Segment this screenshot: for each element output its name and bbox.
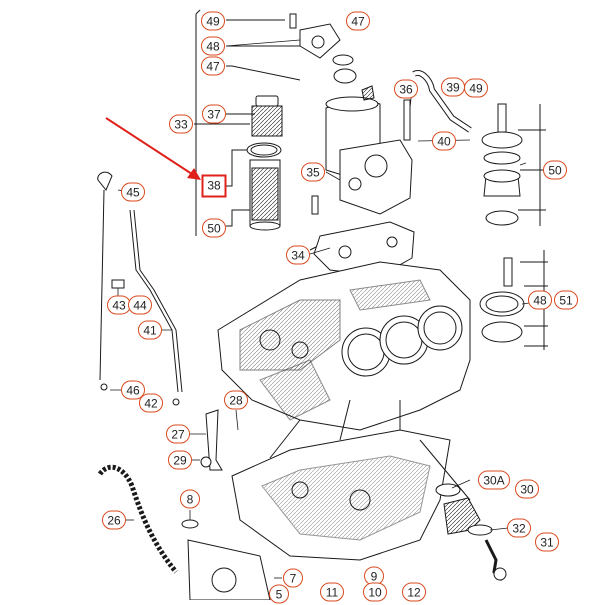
callout-part-50[interactable]: 50 (543, 160, 567, 180)
callout-part-46[interactable]: 46 (121, 380, 145, 400)
engine-mount (419, 439, 507, 582)
callout-part-28[interactable]: 28 (224, 390, 248, 410)
callout-part-43[interactable]: 43 (107, 295, 131, 315)
callout-part-49[interactable]: 49 (201, 11, 225, 31)
oil-pump (181, 519, 271, 600)
callout-part-33[interactable]: 33 (169, 114, 193, 134)
callout-part-47[interactable]: 47 (201, 56, 225, 76)
callout-part-5[interactable]: 5 (269, 584, 289, 604)
callout-part-44[interactable]: 44 (128, 295, 152, 315)
callout-part-36[interactable]: 36 (394, 79, 418, 99)
callout-part-47[interactable]: 47 (346, 11, 370, 31)
bracket-27 (200, 409, 223, 471)
seal-ring-assembly (479, 250, 548, 350)
callout-part-38-highlighted[interactable]: 38 (201, 174, 227, 198)
callout-part-45[interactable]: 45 (121, 182, 145, 202)
callout-part-50[interactable]: 50 (202, 218, 226, 238)
callout-part-11[interactable]: 11 (320, 582, 344, 602)
callout-part-10[interactable]: 10 (363, 582, 387, 602)
callout-part-51[interactable]: 51 (554, 290, 578, 310)
drive-chain (97, 464, 178, 574)
callout-part-37[interactable]: 37 (202, 104, 226, 124)
engine-block (217, 261, 471, 431)
filter-housing (289, 13, 413, 215)
callout-part-9[interactable]: 9 (364, 566, 384, 586)
oil-filter-assembly (246, 95, 283, 231)
callout-part-39[interactable]: 39 (441, 77, 465, 97)
oil-pan (231, 399, 451, 561)
callout-part-40[interactable]: 40 (432, 131, 456, 151)
callout-part-35[interactable]: 35 (301, 162, 325, 182)
dipstick (97, 171, 183, 406)
callout-part-30A[interactable]: 30A (478, 470, 510, 490)
callout-part-27[interactable]: 27 (166, 424, 190, 444)
callout-part-41[interactable]: 41 (138, 320, 162, 340)
callout-part-29[interactable]: 29 (168, 450, 192, 470)
pump-assembly-right (412, 70, 546, 226)
callout-part-32[interactable]: 32 (507, 518, 531, 538)
callout-part-30[interactable]: 30 (515, 479, 539, 499)
callout-part-8[interactable]: 8 (180, 489, 200, 509)
callout-part-7[interactable]: 7 (283, 568, 303, 588)
callout-part-12[interactable]: 12 (402, 582, 426, 602)
callout-part-34[interactable]: 34 (286, 245, 310, 265)
callout-part-49[interactable]: 49 (464, 78, 488, 98)
callout-part-48[interactable]: 48 (201, 36, 225, 56)
callout-part-48[interactable]: 48 (528, 290, 552, 310)
callout-part-26[interactable]: 26 (102, 510, 126, 530)
callout-part-31[interactable]: 31 (535, 532, 559, 552)
callout-part-42[interactable]: 42 (139, 393, 163, 413)
